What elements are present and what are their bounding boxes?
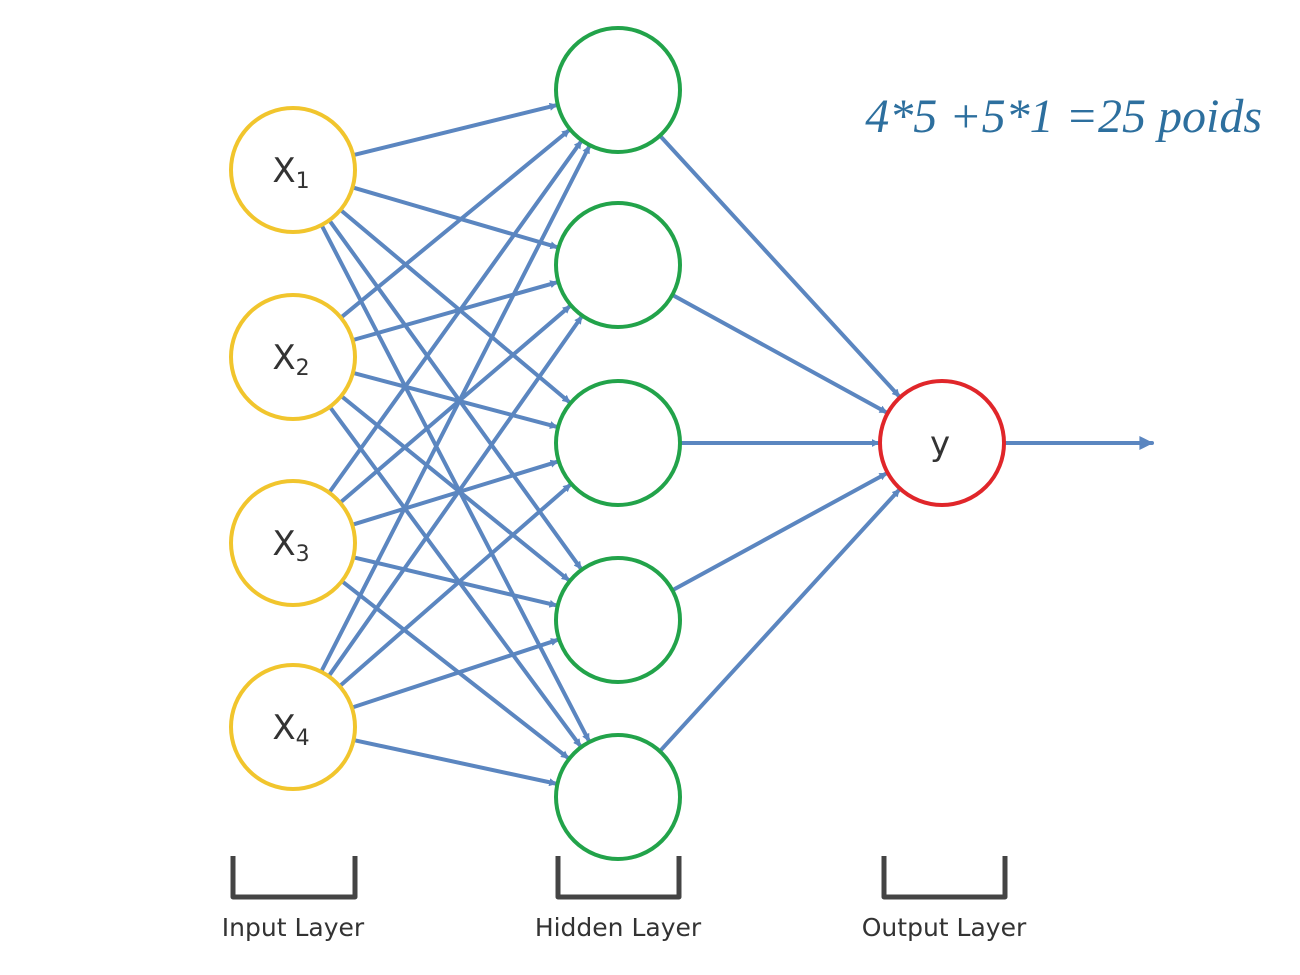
hidden-node-1-circle [554, 26, 682, 154]
edge-x1-h2 [344, 183, 560, 250]
edge-x2-h4 [334, 390, 572, 583]
input-node-1: X1 [229, 106, 357, 234]
edge-x1-h1 [345, 102, 559, 159]
edge-x3-h3 [344, 459, 560, 529]
edge-x1-h4 [323, 213, 584, 571]
bracket-input [230, 856, 358, 900]
edge-x2-h2 [344, 280, 560, 344]
input-node-4: X4 [229, 663, 357, 791]
edge-x2-h1 [334, 127, 572, 324]
layer-label-output: Output Layer [862, 913, 1027, 942]
edge-x3-h4 [345, 553, 559, 608]
connections [316, 102, 1154, 787]
input-node-4-circle [229, 663, 357, 791]
input-node-2-circle [229, 293, 357, 421]
input-node-2: X2 [229, 293, 357, 421]
input-node-1-circle [229, 106, 357, 234]
output-node-label: y [930, 424, 950, 464]
edge-h5-y [653, 487, 902, 758]
edge-x4-h5 [345, 736, 559, 787]
edge-x2-h5 [324, 400, 583, 749]
layer-label-input: Input Layer [222, 913, 365, 942]
weights-formula: 4*5 +5*1 =25 poids [865, 90, 1262, 143]
input-node-1-label: X1 [272, 151, 309, 194]
output-node: y [878, 379, 1006, 507]
edge-x4-h1 [316, 144, 592, 680]
bracket-hidden [555, 856, 682, 900]
hidden-node-3-circle [554, 379, 682, 507]
hidden-node-2-circle [554, 201, 682, 329]
edge-x2-h3 [345, 369, 560, 429]
hidden-node-4-circle [554, 556, 682, 684]
layer-label-hidden: Hidden Layer [535, 913, 702, 942]
edge-x4-h3 [333, 482, 573, 693]
hidden-node-2 [554, 201, 682, 329]
edge-x3-h1 [323, 139, 584, 500]
edge-x1-h3 [333, 204, 572, 405]
hidden-node-4 [554, 556, 682, 684]
edge-x4-h4 [344, 637, 561, 712]
bracket-output [881, 856, 1008, 900]
output-node-circle [878, 379, 1006, 507]
hidden-node-1 [554, 26, 682, 154]
hidden-node-5 [554, 733, 682, 861]
edge-x3-h5 [335, 575, 571, 761]
edge-h2-y [665, 289, 889, 415]
edge-h4-y [665, 471, 889, 596]
edge-x3-h2 [333, 303, 573, 509]
input-node-3: X3 [229, 479, 357, 607]
hidden-node-3 [554, 379, 682, 507]
layer-brackets [230, 856, 1008, 900]
edge-x1-h5 [316, 217, 592, 744]
edge-h1-y [653, 129, 902, 399]
hidden-node-5-circle [554, 733, 682, 861]
edge-x4-h2 [323, 314, 584, 684]
input-node-3-circle [229, 479, 357, 607]
